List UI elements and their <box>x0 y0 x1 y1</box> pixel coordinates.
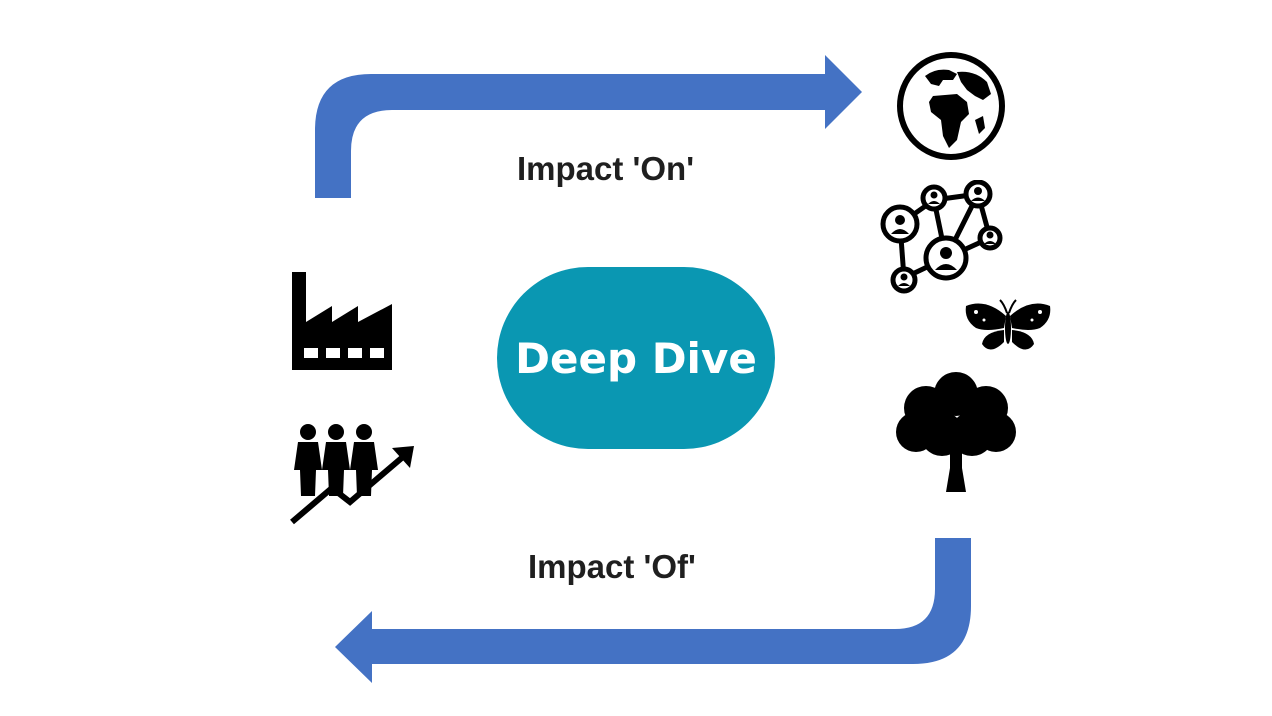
factory-icon <box>292 272 392 370</box>
people-growth-icon <box>290 424 414 525</box>
impact-on-label: Impact 'On' <box>517 150 695 187</box>
deep-dive-label: Deep Dive <box>515 333 757 383</box>
tree-icon <box>896 372 1016 492</box>
globe-icon <box>897 52 1005 160</box>
impact-of-label: Impact 'Of' <box>528 548 696 585</box>
deep-dive-node: Deep Dive <box>497 267 775 449</box>
top-arrow <box>315 55 862 198</box>
bottom-arrow <box>335 538 971 683</box>
social-network-icon <box>880 180 1003 294</box>
butterfly-icon <box>965 299 1051 350</box>
